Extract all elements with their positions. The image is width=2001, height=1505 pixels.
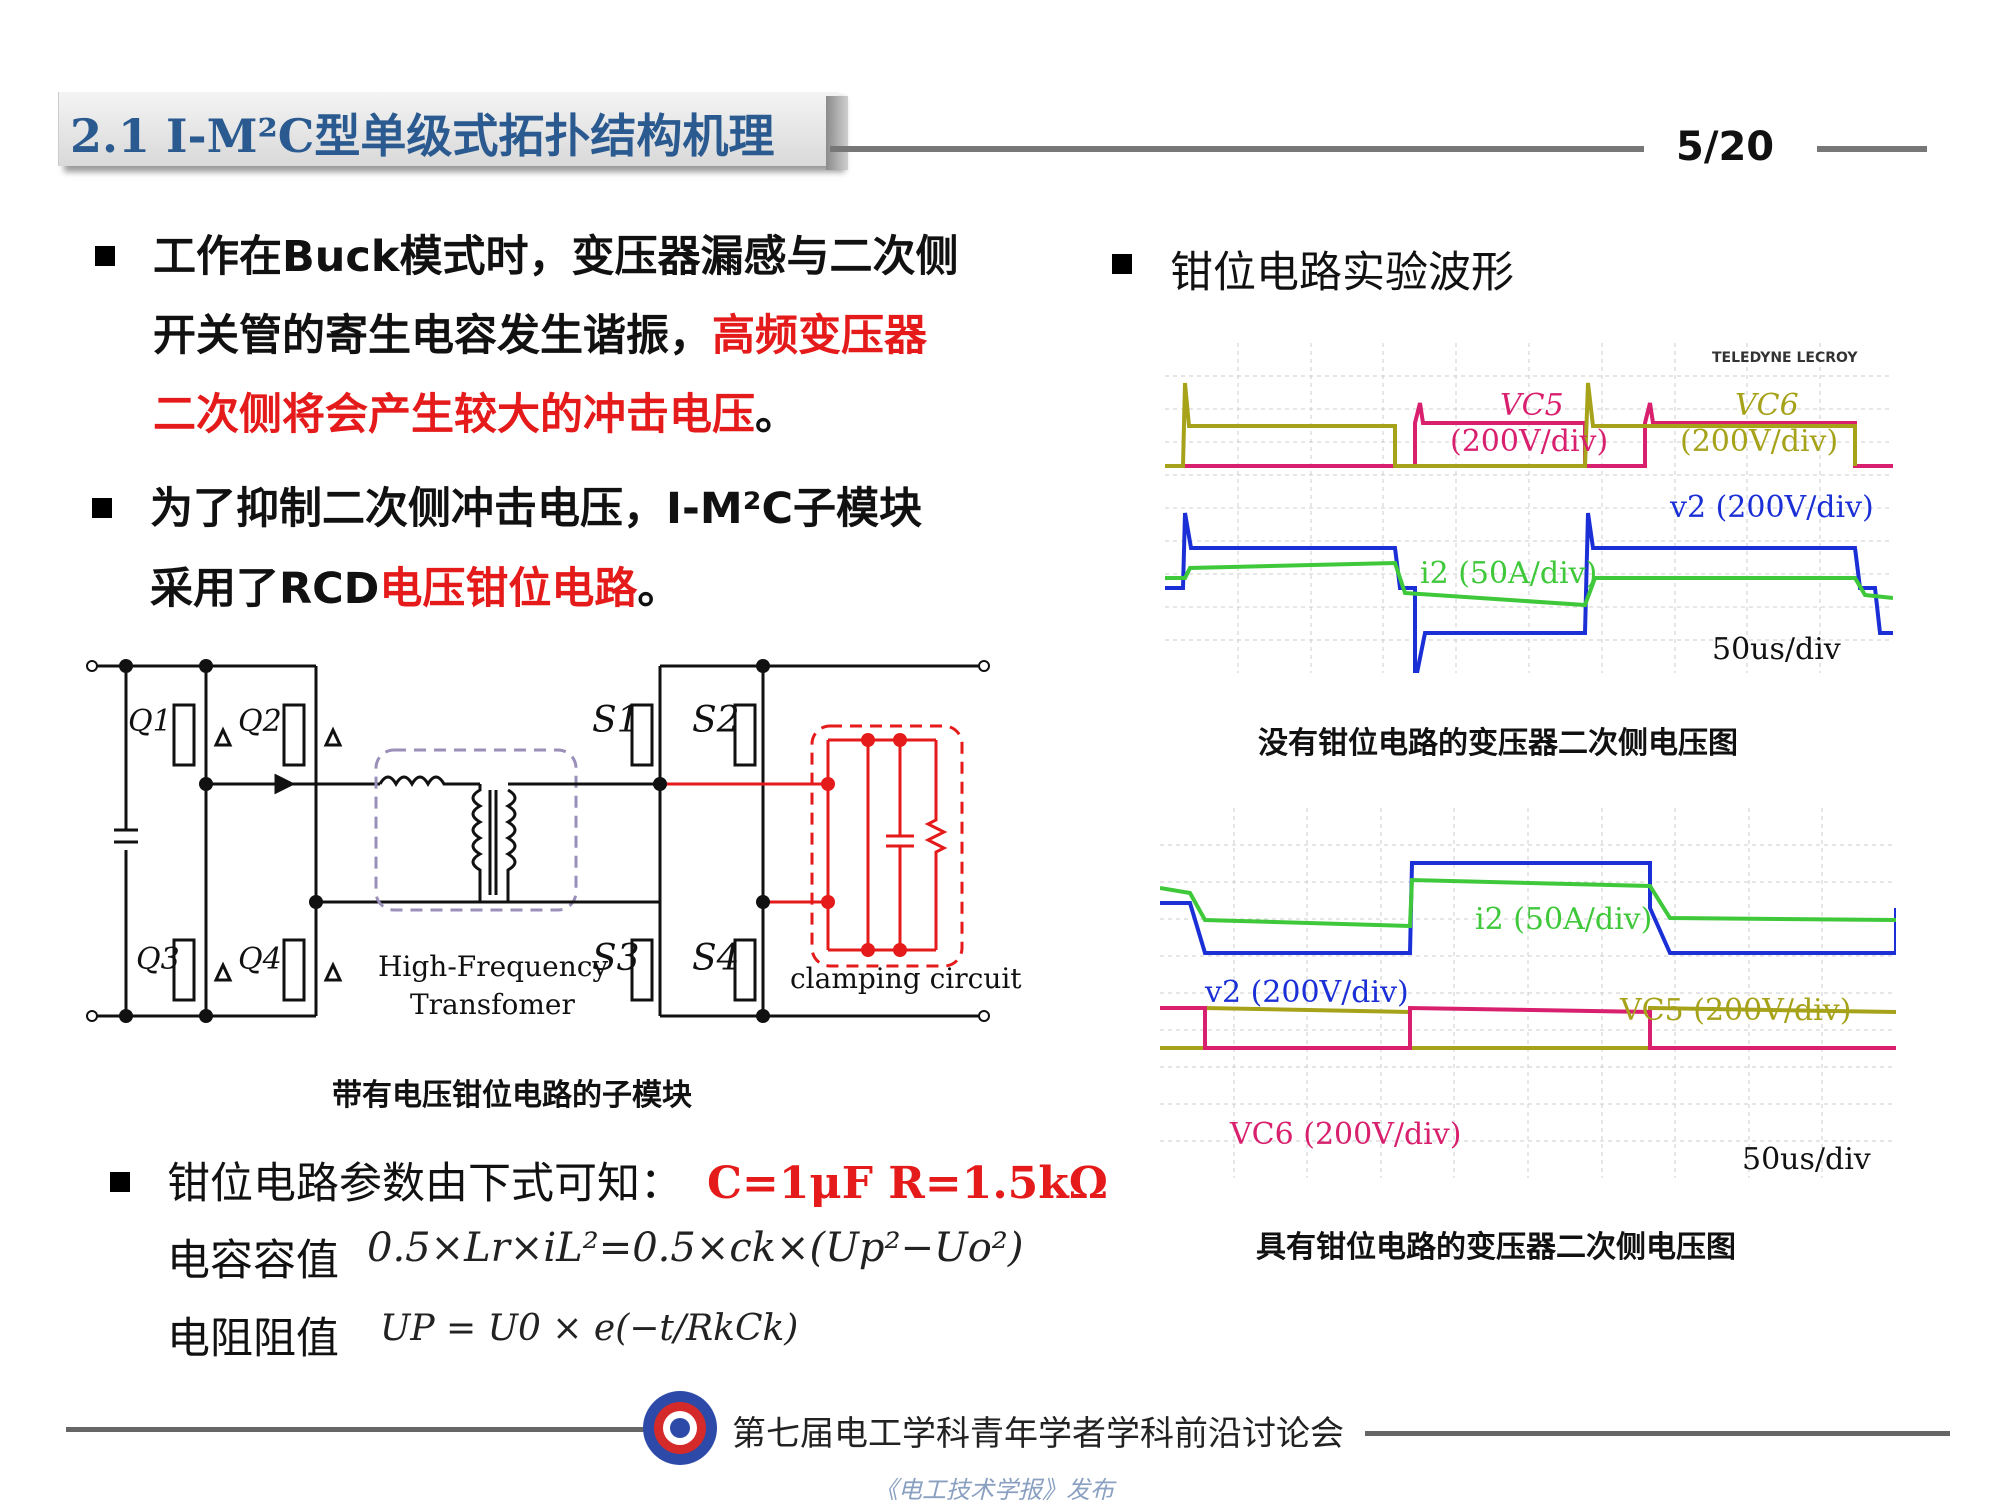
- scope2-vc6: VC6 (200V/div): [1230, 1117, 1462, 1152]
- page-number: 5/20: [1676, 124, 1775, 170]
- capacitance-label: 电容容值: [167, 1236, 339, 1286]
- bullet2-line2-highlight: 电压钳位电路: [379, 564, 638, 614]
- bullet1-line1: 工作在Buck模式时，变压器漏感与二次侧: [153, 232, 959, 282]
- label-s4: S4: [692, 938, 740, 979]
- scope2-v2: v2 (200V/div): [1205, 975, 1409, 1010]
- scope1-waveform: [1165, 343, 1893, 673]
- transformer-label-2: Transfomer: [410, 988, 575, 1021]
- bullet1-line3: 二次侧将会产生较大的冲击电压。: [153, 376, 798, 454]
- scope2-i2: i2 (50A/div): [1475, 902, 1653, 937]
- label-s3: S3: [592, 938, 640, 979]
- scope2-timebase: 50us/div: [1742, 1142, 1871, 1177]
- title-banner: [58, 92, 839, 166]
- bullet1-line3-end: 。: [755, 390, 798, 440]
- scope2-waveform: [1160, 808, 1896, 1178]
- bullet-marker: [95, 246, 115, 266]
- bullet-marker: [110, 1172, 130, 1192]
- label-q3: Q3: [136, 942, 180, 977]
- scope1-vc6-scale: (200V/div): [1680, 424, 1839, 459]
- scope1-timebase: 50us/div: [1712, 632, 1841, 667]
- scope1-vc6: VC6: [1735, 388, 1799, 423]
- footer-conference: 第七届电工学科青年学者学科前沿讨论会: [732, 1414, 1344, 1454]
- bullet3-text: 钳位电路参数由下式可知：: [167, 1159, 683, 1209]
- label-q1: Q1: [128, 704, 172, 739]
- label-q4: Q4: [238, 942, 282, 977]
- label-s1: S1: [592, 700, 640, 741]
- resistance-label: 电阻阻值: [167, 1314, 339, 1364]
- bullet1-line2-highlight: 高频变压器: [712, 311, 927, 361]
- bullet1-line2: 开关管的寄生电容发生谐振，高频变压器: [153, 297, 927, 375]
- scope2-vc5: VC5 (200V/div): [1620, 993, 1852, 1028]
- circuit-caption: 带有电压钳位电路的子模块: [332, 1078, 692, 1113]
- bullet-marker: [1112, 254, 1132, 274]
- scope1-vc5-scale: (200V/div): [1450, 424, 1609, 459]
- bullet-marker: [92, 498, 112, 518]
- bullet1-line3-highlight: 二次侧将会产生较大的冲击电压: [153, 390, 755, 440]
- scope2-caption: 具有钳位电路的变压器二次侧电压图: [1256, 1230, 1736, 1265]
- footer-rule-right: [1365, 1431, 1950, 1436]
- scope1-v2: v2 (200V/div): [1670, 490, 1874, 525]
- clamp-params: C=1μF R=1.5kΩ: [707, 1158, 1108, 1209]
- right-bullet: 钳位电路实验波形: [1170, 248, 1514, 298]
- clamp-circuit-diagram: [86, 659, 990, 1023]
- bullet2-line1: 为了抑制二次侧冲击电压，I-M²C子模块: [150, 484, 923, 534]
- scope1-i2: i2 (50A/div): [1420, 556, 1598, 591]
- bullet1-line2-text: 开关管的寄生电容发生谐振，: [153, 311, 712, 361]
- transformer-label: High-Frequency: [378, 950, 609, 983]
- scope1-caption: 没有钳位电路的变压器二次侧电压图: [1258, 726, 1738, 761]
- resistance-formula: UP = U0 × e(−t/RkCk): [380, 1308, 799, 1349]
- header-rule-right: [1817, 146, 1927, 152]
- footer-rule-left: [66, 1427, 656, 1432]
- page-title: 2.1 I-M²C型单级式拓扑结构机理: [70, 109, 775, 163]
- scope1-vc5: VC5: [1500, 388, 1564, 423]
- header-rule: [830, 146, 1644, 152]
- scope-brand: TELEDYNE LECROY: [1712, 350, 1858, 366]
- bullet2-line2: 采用了RCD电压钳位电路。: [150, 550, 680, 628]
- title-banner-shadow: [826, 96, 848, 170]
- capacitance-formula: 0.5×Lr×iL²=0.5×ck×(Up²−Uo²): [367, 1225, 1024, 1271]
- label-s2: S2: [692, 700, 740, 741]
- footer-publisher: 《电工技术学报》发布: [874, 1476, 1114, 1504]
- label-q2: Q2: [238, 704, 282, 739]
- clamp-label: clamping circuit: [790, 962, 1022, 995]
- bullet2-line2-text: 采用了RCD: [150, 564, 380, 614]
- bullet2-line2-end: 。: [637, 564, 681, 614]
- conference-logo-icon: [643, 1391, 717, 1465]
